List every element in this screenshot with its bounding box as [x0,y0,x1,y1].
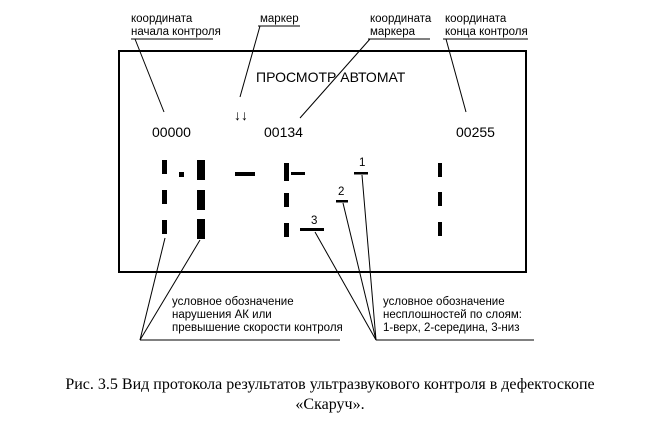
caption-line2: «Скаруч». [295,396,365,413]
ak-marks-left [162,160,167,234]
marker-coordinate-leader [299,38,371,119]
layer-1-number: 1 [359,157,365,169]
start-value: 00000 [152,124,191,140]
ak-dot [179,172,184,177]
layer-2-discontinuity [336,200,348,203]
layer-2-number: 2 [338,186,344,198]
marker-leader [239,25,261,98]
end-coordinate-label-line1: координата [445,13,507,25]
discontinuity-label-line1: условное обозначение [383,296,505,308]
end-coordinate-leader [445,38,467,113]
layer-3-number: 3 [311,215,317,227]
ak-violation-leaders [139,237,201,341]
marker-bar [235,172,255,176]
caption-line1: Рис. 3.5 Вид протокола результатов ультр… [65,376,595,393]
marker-coordinate-label-line2: маркера [370,26,416,38]
start-coordinate-label-line1: координата [131,13,193,25]
discontinuity-label-line3: 1-верх, 2-середина, 3-низ [383,322,519,334]
marker-label: маркер [260,13,299,25]
start-coordinate-leader [134,38,165,113]
ak-marks-middle [284,163,289,237]
layer-3-discontinuity [300,228,324,231]
ak-violation-label-line3: превышение скорости контроля [172,322,343,334]
ak-violation-label-line1: условное обозначение [172,296,294,308]
marker-value: 00134 [264,124,303,140]
discontinuity-leaders [314,174,377,341]
discontinuity-label-line2: несплошностей по слоям: [383,309,522,321]
end-marks [438,163,442,236]
figure-caption: Рис. 3.5 Вид протокола результатов ультр… [0,375,660,415]
layer-1-discontinuity [354,172,368,175]
end-value: 00255 [456,124,495,140]
screen-title: ПРОСМОТР АВТОМАТ [256,69,406,85]
ak-violation-label-line2: нарушения АК или [172,309,272,321]
marker-arrows: ↓↓ [234,107,248,123]
middle-dash [291,172,305,175]
start-coordinate-label-line2: начала контроля [131,26,221,38]
end-coordinate-label-line2: конца контроля [445,26,528,38]
display-frame [118,50,527,273]
ak-marks-right [197,160,205,239]
marker-coordinate-label-line1: координата [370,13,432,25]
